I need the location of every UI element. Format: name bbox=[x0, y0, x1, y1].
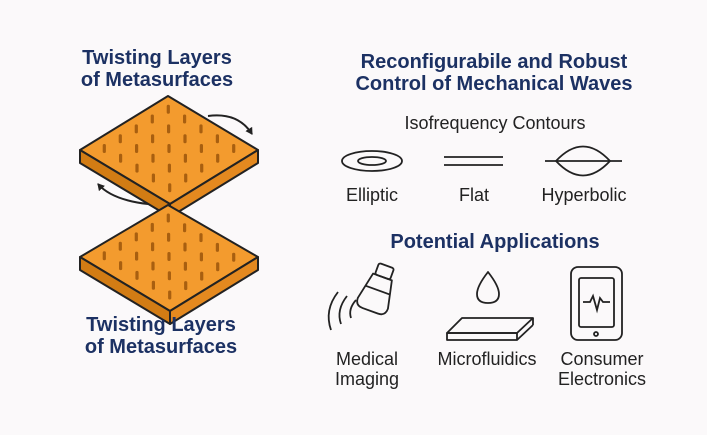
pillar bbox=[183, 261, 187, 271]
ultrasound-probe-icon bbox=[327, 262, 395, 331]
pillar bbox=[134, 124, 138, 134]
pillar bbox=[183, 153, 187, 163]
pillar bbox=[183, 242, 187, 252]
pillar bbox=[167, 271, 171, 281]
pillar bbox=[151, 261, 155, 271]
pillar bbox=[166, 213, 170, 223]
droplet-chip-icon bbox=[446, 271, 534, 341]
title-line: Control of Mechanical Waves bbox=[355, 73, 633, 95]
pillar bbox=[184, 173, 188, 183]
title-line: Twisting Layers bbox=[82, 47, 232, 69]
title-line: Reconfigurabile and Robust bbox=[360, 51, 628, 73]
pillar-array bbox=[102, 104, 236, 193]
pillar bbox=[102, 251, 106, 261]
pillar bbox=[151, 153, 155, 163]
label-line: Imaging bbox=[334, 368, 400, 389]
pillar bbox=[199, 144, 203, 153]
pillar bbox=[200, 271, 204, 281]
contours-heading: Isofrequency Contours bbox=[404, 113, 586, 133]
pillar bbox=[167, 232, 171, 242]
applications-heading: Potential Applications bbox=[390, 231, 600, 253]
pillar bbox=[183, 114, 187, 124]
top-metasurface-plate bbox=[79, 95, 259, 218]
title-line: of Metasurfaces bbox=[84, 336, 238, 358]
top-layer-title: Twisting Layers of Metasurfaces bbox=[62, 47, 252, 91]
application-label-medical-imaging: Medical Imaging bbox=[320, 349, 414, 390]
pillar bbox=[135, 270, 139, 280]
pillar bbox=[102, 144, 106, 153]
pillar bbox=[150, 114, 154, 124]
pillar bbox=[200, 163, 204, 173]
title-line: of Metasurfaces bbox=[80, 69, 234, 91]
pillar bbox=[167, 252, 171, 261]
bottom-metasurface-plate bbox=[79, 204, 259, 325]
pillar bbox=[150, 222, 154, 232]
flat-contour-icon bbox=[444, 156, 503, 166]
pillar bbox=[134, 232, 138, 242]
rotation-arrow-icon bbox=[97, 183, 149, 205]
pillar bbox=[183, 134, 187, 144]
contour-label-flat: Flat bbox=[458, 185, 489, 205]
pillar bbox=[135, 251, 139, 261]
label-line: Electronics bbox=[557, 368, 647, 389]
label-line: Consumer bbox=[560, 349, 644, 369]
pillar bbox=[183, 223, 187, 233]
bottom-layer-title: Twisting Layers of Metasurfaces bbox=[66, 314, 256, 358]
pillar bbox=[216, 153, 220, 163]
pillar bbox=[232, 144, 236, 153]
pillar bbox=[151, 280, 155, 290]
contour-label-elliptic: Elliptic bbox=[345, 185, 398, 205]
pillar-array bbox=[102, 213, 236, 300]
pillar bbox=[151, 134, 155, 144]
ellipse-contour-icon bbox=[341, 150, 403, 172]
label-line: Medical bbox=[335, 349, 399, 369]
pillar bbox=[151, 242, 155, 252]
pillar bbox=[135, 144, 139, 153]
pillar bbox=[151, 173, 155, 183]
pillar bbox=[216, 262, 220, 272]
pillar bbox=[119, 153, 123, 163]
pillar bbox=[167, 144, 171, 153]
pillar bbox=[168, 183, 172, 193]
pillar bbox=[118, 134, 122, 144]
pillar bbox=[215, 134, 219, 144]
pillar bbox=[199, 124, 203, 134]
pillar bbox=[168, 290, 172, 300]
pillar bbox=[199, 233, 203, 243]
title-line: Twisting Layers bbox=[86, 314, 236, 336]
contour-label-hyperbolic: Hyperbolic bbox=[541, 185, 627, 205]
application-label-consumer-electronics: Consumer Electronics bbox=[552, 349, 652, 390]
pillar bbox=[167, 124, 171, 134]
pillar bbox=[167, 163, 171, 173]
pillar bbox=[232, 252, 236, 262]
pillar bbox=[199, 252, 203, 262]
pillar bbox=[215, 242, 219, 252]
hyperbolic-contour-icon bbox=[545, 145, 622, 177]
rotation-arrow-icon bbox=[207, 114, 253, 135]
pillar bbox=[166, 104, 170, 114]
wave-control-title: Reconfigurabile and Robust Control of Me… bbox=[322, 51, 666, 95]
pillar bbox=[118, 241, 122, 251]
pillar bbox=[119, 261, 123, 271]
pillar bbox=[135, 163, 139, 173]
label-line: Microfluidics bbox=[437, 349, 537, 369]
tablet-icon bbox=[570, 266, 623, 341]
application-label-microfluidics: Microfluidics bbox=[425, 349, 549, 370]
pillar bbox=[184, 281, 188, 291]
